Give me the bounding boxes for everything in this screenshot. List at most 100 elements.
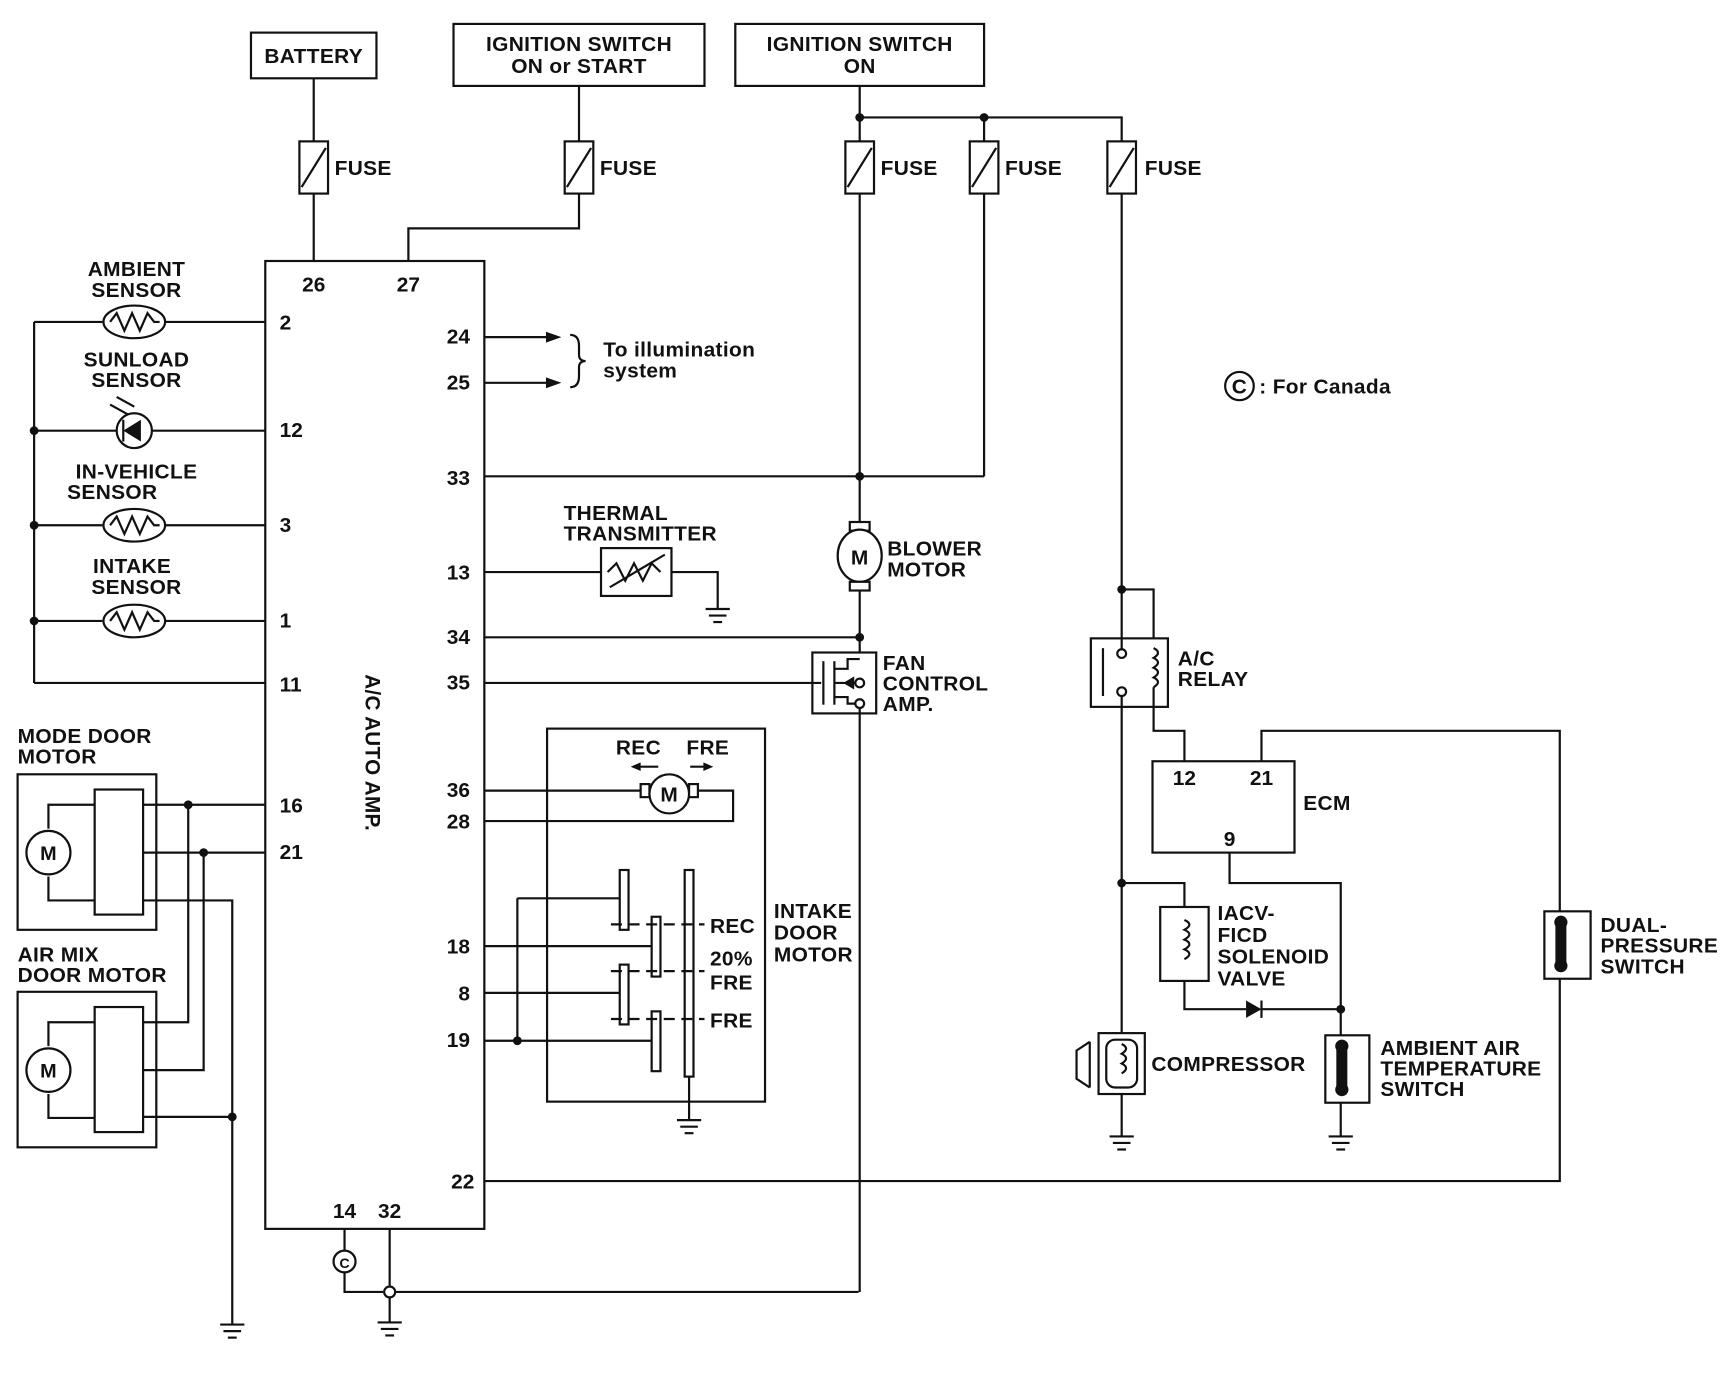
- fuse-label: FUSE: [600, 157, 657, 180]
- ign-on-start-label-1: IGNITION SWITCH: [486, 33, 672, 56]
- canada-note: C : For Canada: [1224, 370, 1391, 402]
- ecm-label: ECM: [1303, 792, 1350, 815]
- blower-motor: M BLOWER MOTOR: [836, 520, 982, 592]
- ign-on-start-label-2: ON or START: [511, 55, 647, 78]
- ecm-pin-21: 21: [1250, 767, 1273, 790]
- fan-control-amp-label-2: CONTROL: [883, 673, 989, 696]
- pin-18: 18: [447, 936, 470, 959]
- ambient-switch-label-3: SWITCH: [1380, 1078, 1464, 1101]
- pin-35: 35: [447, 672, 470, 695]
- pin-32: 32: [378, 1200, 401, 1223]
- mode-door-motor: MODE DOOR MOTOR M: [16, 725, 158, 931]
- iacv-label-2: FICD: [1217, 924, 1267, 947]
- ign-on-label-1: IGNITION SWITCH: [767, 33, 953, 56]
- ground-icon: [1109, 1135, 1134, 1151]
- battery-box: BATTERY: [249, 31, 378, 80]
- motor-symbol-icon: M: [40, 1061, 57, 1083]
- ac-auto-amp-label: A/C AUTO AMP.: [360, 674, 383, 831]
- thermal-transmitter-label-1: THERMAL: [564, 502, 668, 525]
- ground-icon: [377, 1321, 402, 1337]
- pin-36: 36: [447, 779, 470, 802]
- fuse-ign-on-2: FUSE: [968, 140, 1062, 195]
- ground-icon: [1328, 1135, 1353, 1151]
- pin-26: 26: [302, 274, 325, 297]
- compressor-label: COMPRESSOR: [1151, 1053, 1305, 1076]
- dual-pressure-label-2: PRESSURE: [1601, 935, 1719, 958]
- ground-icon: [676, 1119, 702, 1135]
- air-mix-motor-label-2: DOOR MOTOR: [18, 964, 167, 987]
- ground-icon: [220, 1323, 245, 1339]
- intake-door-motor-label-1: INTAKE: [774, 900, 852, 923]
- illumination-label-2: system: [603, 359, 677, 382]
- pin-8: 8: [458, 983, 470, 1006]
- ecm-pin-9: 9: [1224, 828, 1236, 851]
- ambient-air-temperature-switch: AMBIENT AIR TEMPERATURE SWITCH: [1324, 1034, 1541, 1151]
- pin-16: 16: [280, 794, 303, 817]
- pin-21: 21: [280, 841, 303, 864]
- ignition-on-box: IGNITION SWITCH ON: [734, 22, 986, 87]
- fuse-ign-on-1: FUSE: [844, 117, 937, 195]
- pin-13: 13: [447, 562, 470, 585]
- pin-27: 27: [397, 274, 420, 297]
- ac-relay-label-2: RELAY: [1178, 668, 1249, 691]
- fan-control-amp: FAN CONTROL AMP.: [484, 651, 989, 716]
- illumination-outputs: To illumination system: [484, 331, 755, 389]
- pin-2: 2: [280, 312, 292, 335]
- pos-20-label-1: 20%: [710, 948, 753, 971]
- sunload-sensor-label-1: SUNLOAD: [84, 349, 190, 372]
- ecm: 12 21 9 ECM: [1151, 760, 1350, 854]
- pin-11: 11: [280, 674, 302, 697]
- pin-24: 24: [447, 326, 471, 349]
- thermal-transmitter-label-2: TRANSMITTER: [564, 523, 717, 546]
- ac-relay: A/C RELAY: [1089, 589, 1249, 708]
- intake-rec-label: REC: [616, 737, 661, 760]
- ambient-switch-label-2: TEMPERATURE: [1380, 1058, 1541, 1081]
- ecm-pin-12: 12: [1173, 767, 1196, 790]
- motor-symbol-icon: M: [851, 547, 869, 570]
- pin-14: 14: [333, 1200, 357, 1223]
- pin-33: 33: [447, 467, 470, 490]
- in-vehicle-sensor-label-2: SENSOR: [67, 481, 157, 504]
- iacv-ficd-solenoid-valve: IACV- FICD SOLENOID VALVE: [1121, 881, 1346, 1018]
- iacv-label-3: SOLENOID: [1217, 946, 1329, 969]
- motor-symbol-icon: M: [660, 784, 678, 807]
- pin-19: 19: [447, 1029, 470, 1052]
- mode-door-motor-label-2: MOTOR: [18, 746, 97, 769]
- dual-pressure-switch: DUAL- PRESSURE SWITCH: [1543, 910, 1719, 980]
- ground-icon: [705, 607, 730, 624]
- motor-symbol-icon: M: [40, 843, 57, 865]
- pin-22: 22: [451, 1171, 474, 1194]
- iacv-label-1: IACV-: [1217, 902, 1274, 925]
- pos-rec-label: REC: [710, 915, 755, 938]
- sunload-sensor-label-2: SENSOR: [91, 369, 181, 392]
- dual-pressure-label-3: SWITCH: [1601, 955, 1685, 978]
- fan-control-amp-label-3: AMP.: [883, 693, 934, 716]
- fuse-label: FUSE: [335, 157, 392, 180]
- compressor: COMPRESSOR: [1075, 1032, 1305, 1151]
- ignition-on-start-box: IGNITION SWITCH ON or START: [452, 22, 706, 87]
- ac-relay-label-1: A/C: [1178, 648, 1215, 671]
- fuse-label: FUSE: [1005, 157, 1062, 180]
- air-mix-motor-label-1: AIR MIX: [18, 943, 99, 966]
- fuse-ign-start: FUSE: [407, 85, 657, 261]
- fuse-label: FUSE: [1145, 157, 1202, 180]
- iacv-label-4: VALVE: [1217, 967, 1285, 990]
- pos-fre-label: FRE: [710, 1010, 753, 1033]
- blower-motor-label-2: MOTOR: [887, 558, 966, 581]
- intake-sensor-label-2: SENSOR: [91, 576, 181, 599]
- ac-auto-amp: A/C AUTO AMP. 26 27 2 12 3 1 11 16 21 24…: [264, 259, 486, 1230]
- intake-door-motor: REC FRE M REC 20% FRE FRE: [484, 727, 853, 1135]
- pos-20-label-2: FRE: [710, 972, 753, 995]
- intake-door-motor-label-2: DOOR: [774, 922, 838, 945]
- illumination-label-1: To illumination: [603, 339, 755, 362]
- air-mix-door-motor: AIR MIX DOOR MOTOR M: [16, 943, 167, 1149]
- canada-symbol-icon: C: [1232, 376, 1247, 399]
- in-vehicle-sensor: IN-VEHICLE SENSOR: [34, 461, 266, 543]
- intake-door-motor-label-3: MOTOR: [774, 943, 853, 966]
- fan-control-amp-label-1: FAN: [883, 652, 926, 675]
- fuse-battery: FUSE: [298, 78, 392, 261]
- ambient-sensor-label-2: SENSOR: [91, 279, 181, 302]
- fuse-ign-on-3: FUSE: [1106, 140, 1202, 195]
- intake-sensor: INTAKE SENSOR: [34, 555, 266, 639]
- blower-motor-label-1: BLOWER: [887, 538, 982, 561]
